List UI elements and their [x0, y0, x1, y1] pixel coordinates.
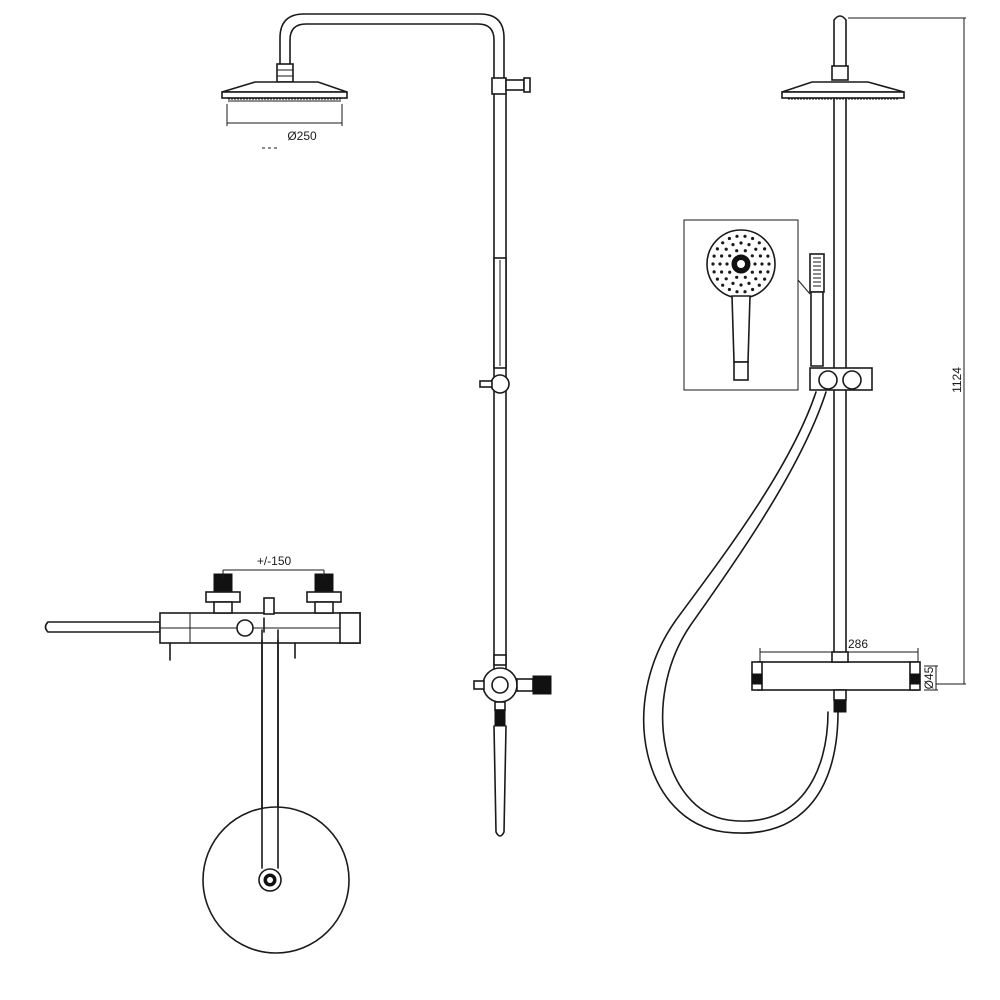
side-mixer-body [751, 651, 921, 713]
nozzle-dot [718, 262, 722, 266]
nozzle-dot [712, 254, 716, 258]
nozzle-dot [754, 277, 758, 281]
front-shower-head [221, 81, 348, 102]
body-width-dimension: 286 [759, 637, 919, 662]
nozzle-dot [724, 277, 728, 281]
height-dimension: 1124 [848, 17, 966, 685]
nozzle-dot [747, 281, 751, 285]
valve-spacing-dimension: +/-150 [222, 554, 325, 578]
body-diameter-dimension: Ø45 [922, 665, 938, 691]
nozzle-dot [727, 236, 732, 241]
nozzle-dot [751, 287, 755, 292]
nozzle-dot [743, 275, 747, 279]
nozzle-dot [711, 262, 715, 266]
nozzle-dot [766, 254, 770, 258]
nozzle-dot [721, 241, 725, 245]
front-slider-bracket [479, 374, 510, 394]
nozzle-dot [747, 243, 751, 247]
side-slider-holder [809, 367, 873, 391]
nozzle-dot [760, 262, 764, 266]
nozzle-dot [754, 247, 758, 251]
nozzle-dot [720, 254, 724, 258]
nozzle-dot [757, 283, 761, 287]
right-valve [306, 573, 342, 614]
nozzle-dot [750, 254, 754, 258]
nozzle-dot [739, 241, 743, 245]
top-view: +/-150 [44, 554, 361, 954]
nozzle-dot [753, 262, 757, 266]
hand-shower-nozzles [711, 234, 771, 294]
nozzle-dot [724, 247, 728, 251]
nozzle-dot [727, 287, 732, 292]
front-lower-pipe [493, 725, 507, 837]
nozzle-dot [758, 254, 763, 258]
nozzle-dot [743, 249, 747, 253]
nozzle-dot [715, 247, 720, 251]
nozzle-dot [728, 270, 732, 274]
nozzle-dot [728, 254, 732, 258]
body-diameter-label: Ø45 [922, 666, 936, 689]
left-valve [205, 573, 241, 614]
front-top-joint [491, 77, 531, 95]
nozzle-dot [743, 234, 747, 238]
nozzle-dot [731, 281, 735, 285]
body-width-label: 286 [848, 637, 868, 651]
nozzle-dot [712, 270, 716, 274]
front-view: Ø250 [221, 13, 552, 837]
head-diameter-label: Ø250 [287, 129, 317, 143]
nozzle-dot [715, 277, 720, 281]
nozzle-dot [731, 243, 735, 247]
head-diameter-dimension: Ø250 [226, 104, 343, 149]
nozzle-dot [758, 270, 763, 274]
nozzle-dot [739, 283, 743, 287]
front-bottom-connector [473, 654, 552, 727]
nozzle-dot [735, 249, 739, 253]
nozzle-dot [735, 275, 739, 279]
nozzle-dot [767, 262, 771, 266]
hand-shower-inset [683, 219, 811, 391]
valve-spacing-label: +/-150 [257, 554, 292, 568]
side-hose [643, 391, 839, 834]
nozzle-dot [721, 283, 725, 287]
side-view: 286 Ø45 1124 [643, 15, 966, 834]
height-label: 1124 [950, 367, 964, 393]
nozzle-dot [757, 241, 761, 245]
nozzle-dot [735, 290, 739, 294]
nozzle-dot [725, 262, 729, 266]
nozzle-dot [766, 270, 770, 274]
nozzle-dot [763, 277, 767, 281]
nozzle-dot [751, 236, 755, 241]
front-overhead-arm [279, 13, 505, 79]
nozzle-dot [763, 247, 767, 251]
nozzle-dot [735, 234, 739, 238]
nozzle-dot [720, 270, 724, 274]
nozzle-dot [743, 290, 747, 294]
nozzle-dot [750, 270, 754, 274]
side-hand-shower [809, 253, 825, 367]
